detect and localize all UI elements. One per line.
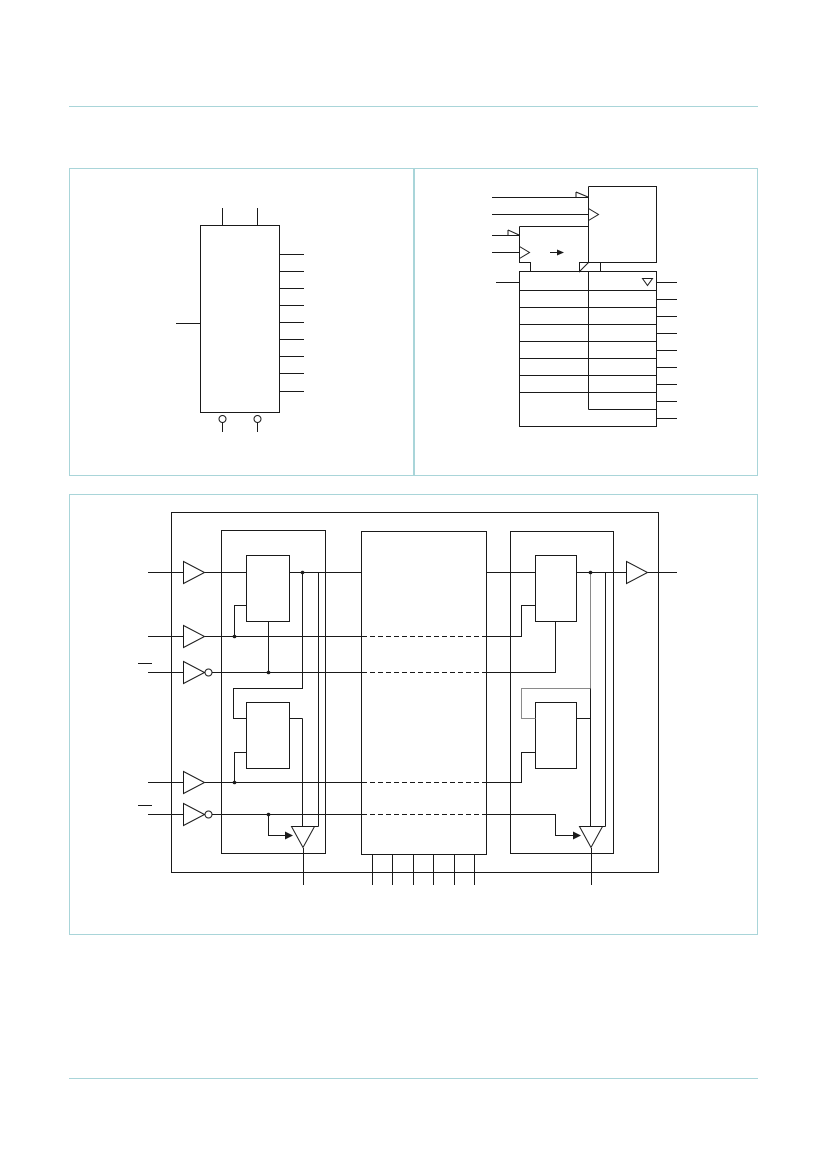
right-wiring-b	[487, 621, 556, 673]
junction-dot	[232, 634, 237, 639]
left-latch-upper	[246, 555, 290, 622]
iec-outputs	[657, 282, 677, 419]
left-block	[221, 530, 326, 854]
three-state-indicator	[641, 278, 654, 287]
right-latch-lower	[535, 702, 577, 769]
junction-dot	[266, 812, 271, 817]
left-wiring-d	[234, 752, 247, 783]
header-rule	[69, 106, 758, 107]
left-oe-arrow	[285, 831, 293, 840]
right-wiring-d	[487, 752, 536, 783]
clock-indicator-2	[519, 246, 531, 259]
middle-control-block	[519, 226, 589, 272]
input-buffer-2	[148, 624, 206, 649]
right-wiring-e	[487, 814, 575, 836]
center-bottom-pins	[372, 855, 475, 885]
center-block	[361, 531, 487, 855]
register-rows	[519, 290, 657, 393]
dynamic-indicator-1	[575, 191, 589, 198]
direction-arrow-head	[557, 249, 564, 256]
left-wiring-c	[233, 572, 303, 719]
junction-dot	[266, 670, 271, 675]
junction-dot	[300, 570, 305, 575]
footer-rule	[69, 1078, 758, 1079]
clock-indicator-1	[588, 208, 600, 221]
input-buffer-4	[148, 770, 206, 795]
bottom-figure-frame	[69, 494, 758, 935]
right-oe-arrow	[573, 831, 581, 840]
right-wiring-a	[487, 605, 536, 637]
junction-dot	[588, 570, 593, 575]
right-pins	[280, 254, 304, 392]
panel-divider	[413, 168, 415, 476]
left-output-buffer	[290, 826, 316, 849]
junction-dot	[232, 780, 237, 785]
right-block	[510, 531, 614, 854]
right-wiring-c	[521, 572, 591, 719]
dynamic-indicator-2	[507, 229, 520, 236]
left-wiring-a	[234, 605, 247, 637]
input-buffer-3-inverting	[138, 660, 213, 685]
input-buffer-5-inverting	[138, 802, 213, 827]
right-latch-upper	[535, 555, 577, 622]
chip-boundary	[171, 512, 659, 873]
logic-symbol-body	[200, 225, 280, 413]
input-buffer-1	[148, 560, 206, 585]
left-latch-lower	[246, 702, 290, 769]
output-buffer	[626, 560, 677, 585]
right-output-buffer	[578, 826, 604, 849]
left-oe-wire	[268, 814, 287, 836]
